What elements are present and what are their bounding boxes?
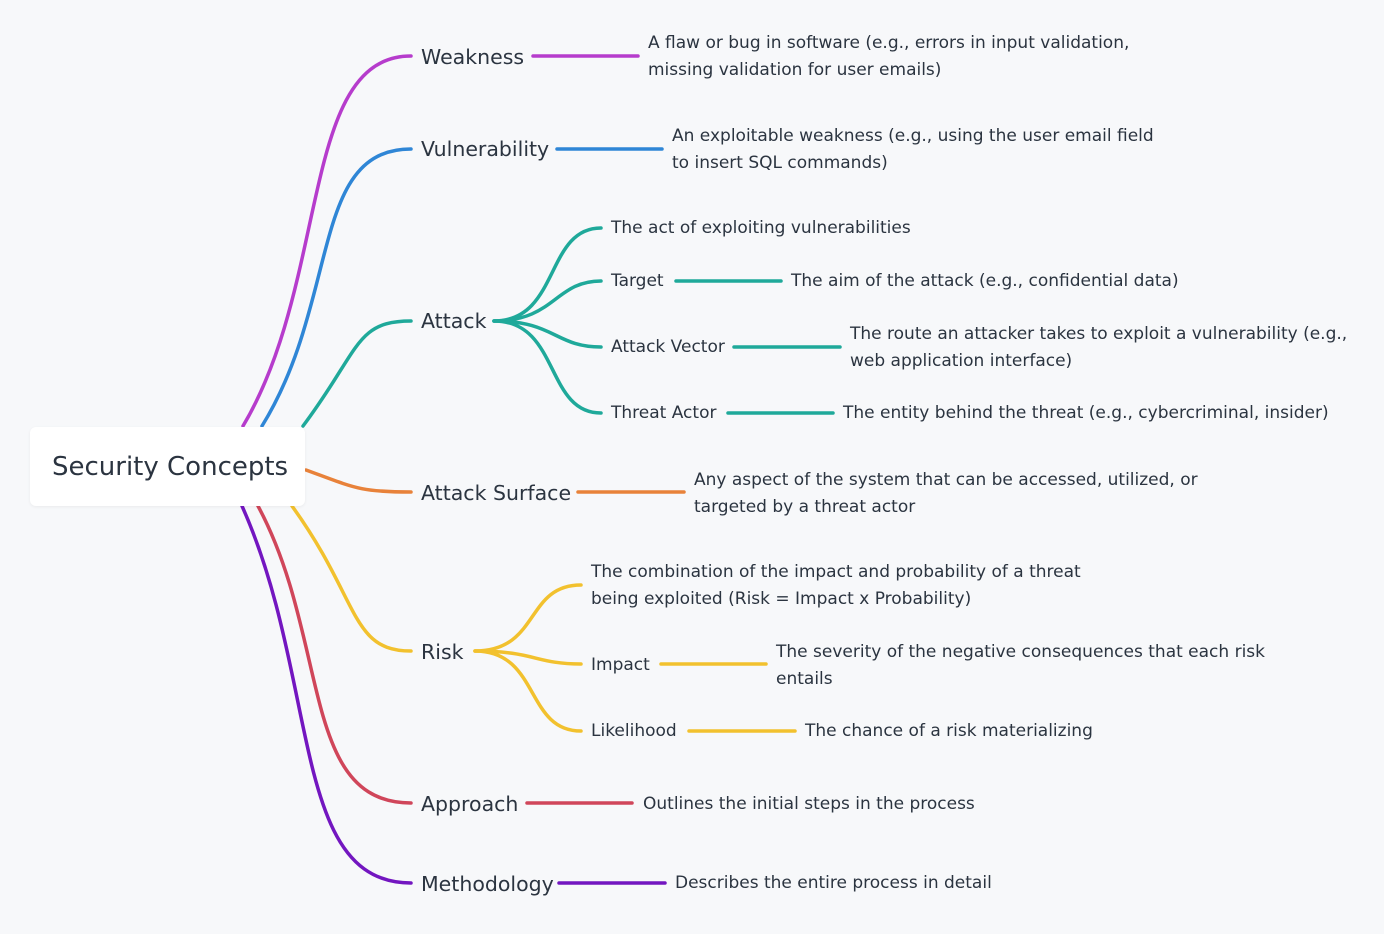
node-attack-def-label: The act of exploiting vulnerabilities bbox=[611, 218, 911, 238]
desc-line: entails bbox=[776, 668, 833, 689]
desc-line: The entity behind the threat (e.g., cybe… bbox=[843, 403, 1329, 423]
connector-risk-def bbox=[473, 583, 583, 653]
desc-line: missing validation for user emails) bbox=[648, 59, 942, 80]
node-likelihood-desc[interactable]: The chance of a risk materializing bbox=[805, 718, 1093, 745]
node-target-label: Target bbox=[611, 271, 664, 291]
connector-vulnerability bbox=[260, 147, 413, 428]
node-weakness-desc[interactable]: A flaw or bug in software (e.g., errors … bbox=[648, 30, 1129, 83]
node-vulnerability-label: Vulnerability bbox=[421, 137, 550, 161]
node-approach[interactable]: Approach bbox=[421, 792, 518, 816]
desc-line: A flaw or bug in software (e.g., errors … bbox=[648, 33, 1130, 53]
node-attack-vector-label: Attack Vector bbox=[611, 337, 725, 357]
desc-line: The aim of the attack (e.g., confidentia… bbox=[791, 271, 1179, 291]
node-target[interactable]: Target bbox=[611, 270, 664, 292]
node-attack[interactable]: Attack bbox=[421, 309, 486, 333]
node-attack-vector[interactable]: Attack Vector bbox=[611, 336, 725, 358]
node-target-desc[interactable]: The aim of the attack (e.g., confidentia… bbox=[791, 268, 1179, 295]
connector-approach bbox=[256, 504, 413, 805]
connector-attack-def bbox=[492, 226, 603, 323]
desc-line: The chance of a risk materializing bbox=[805, 721, 1093, 741]
desc-line: Describes the entire process in detail bbox=[675, 873, 992, 893]
connector-threat-actor bbox=[492, 319, 603, 415]
desc-line: An exploitable weakness (e.g., using the… bbox=[672, 126, 1154, 146]
node-methodology[interactable]: Methodology bbox=[421, 872, 554, 896]
node-risk[interactable]: Risk bbox=[421, 640, 464, 664]
desc-line: web application interface) bbox=[850, 350, 1073, 371]
desc-line: targeted by a threat actor bbox=[694, 496, 916, 517]
connector-weakness bbox=[241, 54, 413, 428]
node-attack-vector-desc[interactable]: The route an attacker takes to exploit a… bbox=[850, 321, 1347, 374]
node-threat-actor[interactable]: Threat Actor bbox=[611, 402, 716, 424]
node-weakness[interactable]: Weakness bbox=[421, 45, 524, 69]
node-impact-desc[interactable]: The severity of the negative consequence… bbox=[776, 639, 1265, 692]
node-vulnerability[interactable]: Vulnerability bbox=[421, 137, 549, 161]
connector-risk bbox=[290, 504, 413, 653]
connector-attack-surface bbox=[304, 468, 413, 494]
node-risk-label: Risk bbox=[421, 640, 464, 664]
node-attack-surface-desc[interactable]: Any aspect of the system that can be acc… bbox=[694, 467, 1198, 520]
node-attack-surface[interactable]: Attack Surface bbox=[421, 481, 571, 505]
node-attack-label: Attack bbox=[421, 309, 487, 333]
root-label: Security Concepts bbox=[52, 451, 289, 482]
node-approach-desc[interactable]: Outlines the initial steps in the proces… bbox=[643, 791, 975, 818]
connector-methodology bbox=[240, 504, 413, 885]
node-impact-label: Impact bbox=[591, 655, 650, 675]
node-approach-label: Approach bbox=[421, 792, 519, 816]
node-threat-actor-desc[interactable]: The entity behind the threat (e.g., cybe… bbox=[843, 400, 1329, 427]
connector-target bbox=[492, 279, 603, 323]
desc-line: to insert SQL commands) bbox=[672, 152, 888, 173]
node-weakness-label: Weakness bbox=[421, 45, 525, 69]
connector-likelihood bbox=[473, 649, 583, 733]
node-likelihood[interactable]: Likelihood bbox=[591, 720, 677, 742]
desc-line: Any aspect of the system that can be acc… bbox=[694, 470, 1198, 490]
node-attack-def[interactable]: The act of exploiting vulnerabilities bbox=[611, 217, 911, 239]
desc-line: The route an attacker takes to exploit a… bbox=[850, 324, 1348, 344]
node-risk-def[interactable]: The combination of the impact and probab… bbox=[591, 559, 1081, 612]
desc-line: The combination of the impact and probab… bbox=[591, 562, 1081, 582]
node-attack-surface-label: Attack Surface bbox=[421, 481, 572, 505]
desc-line: Outlines the initial steps in the proces… bbox=[643, 794, 975, 814]
desc-line: being exploited (Risk = Impact x Probabi… bbox=[591, 588, 972, 609]
node-methodology-label: Methodology bbox=[421, 872, 554, 896]
node-impact[interactable]: Impact bbox=[591, 654, 650, 676]
desc-line: The severity of the negative consequence… bbox=[776, 642, 1265, 662]
root-node[interactable]: Security Concepts bbox=[30, 427, 305, 506]
node-threat-actor-label: Threat Actor bbox=[611, 403, 717, 423]
node-likelihood-label: Likelihood bbox=[591, 721, 677, 741]
node-methodology-desc[interactable]: Describes the entire process in detail bbox=[675, 870, 992, 897]
connector-attack bbox=[301, 319, 413, 428]
node-vulnerability-desc[interactable]: An exploitable weakness (e.g., using the… bbox=[672, 123, 1154, 176]
